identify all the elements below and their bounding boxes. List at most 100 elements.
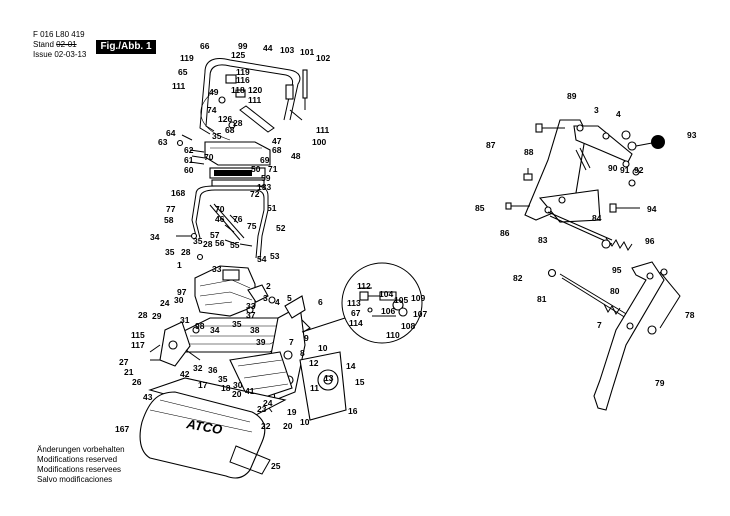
callout-label: 114 — [349, 318, 363, 328]
callout-label: 44 — [263, 43, 273, 53]
callout-label: 26 — [132, 377, 142, 387]
callout-label: 63 — [158, 137, 168, 147]
callout-label: 20 — [283, 421, 293, 431]
callout-label: 111 — [316, 125, 330, 135]
callout-label: 71 — [268, 164, 278, 174]
callout-label: 25 — [271, 461, 281, 471]
callout-label: 54 — [257, 254, 267, 264]
callout-label: 116 — [236, 75, 250, 85]
callout-label: 27 — [119, 357, 129, 367]
callout-label: 94 — [647, 204, 657, 214]
callout-label: 52 — [276, 223, 286, 233]
stand-line: Stand 02-01 — [33, 40, 86, 50]
callout-label: 109 — [411, 293, 425, 303]
callout-label: 79 — [655, 378, 665, 388]
callout-label: 46 — [215, 214, 225, 224]
callout-label: 117 — [131, 340, 145, 350]
callout-label: 62 — [184, 145, 194, 155]
callout-label: 100 — [312, 137, 326, 147]
callout-label: 95 — [612, 265, 622, 275]
knob-icon — [651, 135, 665, 149]
callout-label: 119 — [236, 67, 250, 77]
callout-label: 42 — [180, 369, 190, 379]
callout-label: 38 — [250, 325, 260, 335]
callout-label: 7 — [289, 337, 294, 347]
callout-label: 74 — [207, 105, 217, 115]
callout-label: 31 — [180, 315, 190, 325]
callout-label: 13 — [324, 373, 334, 383]
callout-label: 84 — [592, 213, 602, 223]
brand-text: ATCO — [184, 416, 223, 437]
callout-label: 7 — [597, 320, 602, 330]
callout-label: 87 — [486, 140, 496, 150]
callout-label: 17 — [198, 380, 208, 390]
callout-label: 82 — [513, 273, 523, 283]
callout-label: 70 — [215, 204, 225, 214]
notice-line: Salvo modificaciones — [37, 475, 113, 484]
figure-label: Fig./Abb. 1 — [96, 40, 156, 54]
callout-label: 78 — [685, 310, 695, 320]
callout-label: 34 — [210, 325, 220, 335]
callout-label: 113 — [347, 298, 361, 308]
height-adjust-assembly — [505, 119, 681, 411]
callout-label: 35 — [218, 374, 228, 384]
callout-label: 30 — [233, 380, 243, 390]
callout-label: 96 — [645, 236, 655, 246]
callout-label: 98 — [195, 321, 205, 331]
callout-label: 69 — [260, 155, 270, 165]
callout-label: 49 — [209, 87, 219, 97]
callout-label: 3 — [594, 105, 599, 115]
callout-label: 9 — [304, 333, 309, 343]
callout-label: 34 — [150, 232, 160, 242]
callout-label: 16 — [348, 406, 358, 416]
callout-label: 102 — [316, 53, 330, 63]
callout-labels: 66 99 44 103 101 102 119 125 65 119 116 … — [115, 41, 697, 471]
spring-icon — [605, 237, 633, 251]
stand-value: 02-01 — [56, 40, 77, 49]
callout-label: 60 — [184, 165, 194, 175]
callout-label: 119 — [180, 53, 194, 63]
callout-label: 90 — [608, 163, 618, 173]
callout-label: 43 — [143, 392, 153, 402]
callout-label: 110 — [386, 330, 400, 340]
callout-label: 108 — [401, 321, 415, 331]
callout-label: 8 — [300, 348, 305, 358]
callout-label: 48 — [291, 151, 301, 161]
callout-label: 24 — [263, 398, 273, 408]
callout-label: 104 — [379, 289, 393, 299]
callout-label: 81 — [537, 294, 547, 304]
stand-label: Stand — [33, 40, 54, 49]
callout-label: 35 — [165, 247, 175, 257]
callout-label: 101 — [300, 47, 314, 57]
callout-label: 12 — [309, 358, 319, 368]
callout-label: 112 — [357, 281, 371, 291]
callout-label: 28 — [138, 310, 148, 320]
callout-label: 118 — [231, 85, 245, 95]
callout-label: 80 — [610, 286, 620, 296]
callout-label: 23 — [257, 404, 267, 414]
callout-label: 115 — [131, 330, 145, 340]
callout-label: 76 — [233, 214, 243, 224]
callout-label: 59 — [261, 173, 271, 183]
issue-line: Issue 02-03-13 — [33, 50, 86, 60]
callout-label: 11 — [310, 383, 319, 393]
callout-label: 22 — [261, 421, 271, 431]
callout-label: 68 — [272, 145, 282, 155]
callout-label: 55 — [230, 240, 240, 250]
callout-label: 167 — [115, 424, 129, 434]
callout-label: 86 — [500, 228, 510, 238]
callout-label: 92 — [634, 165, 644, 175]
callout-label: 103 — [280, 45, 294, 55]
callout-label: 99 — [238, 41, 248, 51]
callout-label: 41 — [245, 386, 255, 396]
callout-label: 168 — [171, 188, 185, 198]
callout-label: 18 — [221, 383, 231, 393]
callout-label: 4 — [616, 109, 621, 119]
notice-line: Änderungen vorbehalten — [37, 445, 125, 454]
callout-label: 126 — [218, 114, 232, 124]
callout-label: 1 — [177, 260, 182, 270]
callout-label: 39 — [256, 337, 266, 347]
callout-label: 67 — [351, 308, 361, 318]
callout-label: 106 — [381, 306, 395, 316]
